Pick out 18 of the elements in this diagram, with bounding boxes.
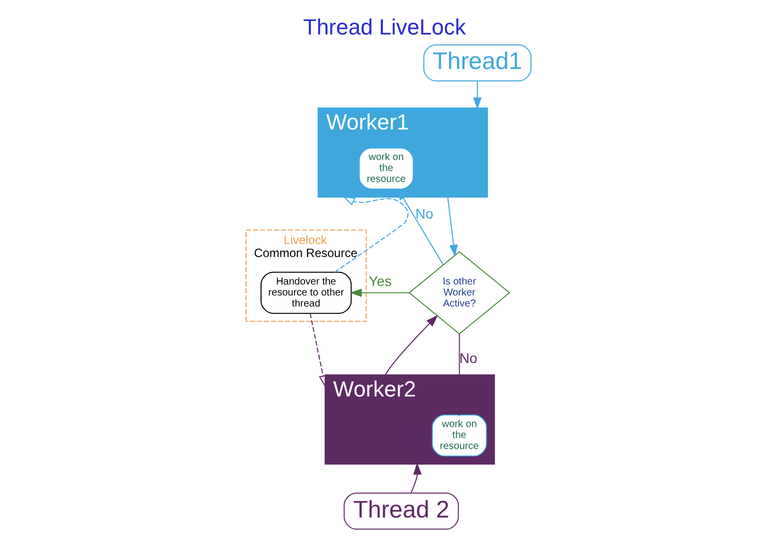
arrow	[472, 80, 482, 110]
node-box: work on the resource	[358, 148, 414, 190]
node-diamond: Is other Worker Active?	[408, 251, 510, 334]
edge-label: No	[414, 205, 433, 222]
node-box: Handover the resource to other thread	[260, 272, 352, 314]
node-box: Thread1	[422, 44, 531, 82]
arrow	[410, 462, 422, 494]
arrow	[446, 196, 458, 257]
arrow	[334, 196, 408, 273]
node-box: work on the resource	[431, 414, 486, 457]
diagram-title: Thread LiveLock	[302, 14, 466, 40]
edge-label: Yes	[368, 272, 392, 289]
arrow	[384, 314, 438, 376]
node-box: Thread 2	[343, 492, 458, 530]
arrow	[309, 312, 327, 388]
arrow	[349, 288, 410, 297]
edge-label: No	[458, 350, 477, 366]
arrow	[396, 188, 444, 265]
